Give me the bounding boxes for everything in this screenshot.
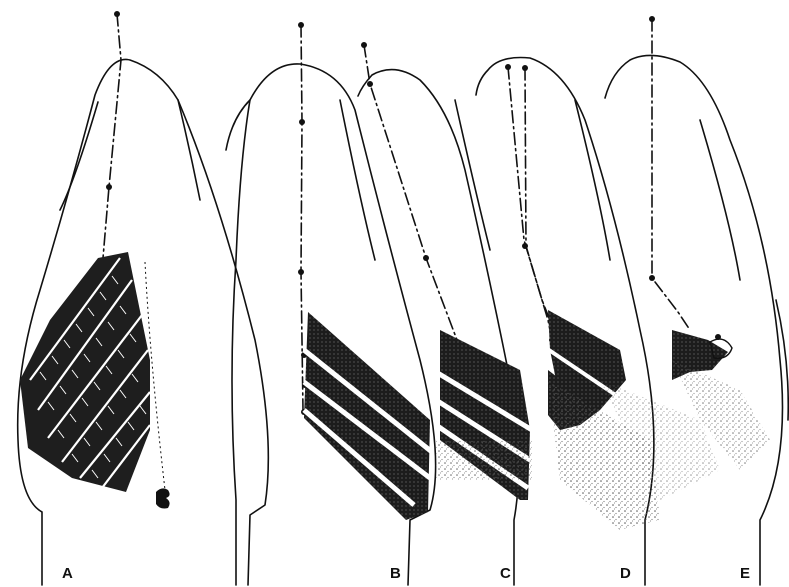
panel-c-axis — [364, 45, 457, 340]
panel-e-label: E — [740, 565, 750, 582]
panel-b-band-field — [304, 312, 432, 520]
panel-b: B — [226, 22, 436, 585]
panel-c-band-field — [436, 330, 532, 500]
panel-e-inner-fold — [700, 120, 740, 280]
panel-e-point — [649, 16, 655, 22]
panel-c-label: C — [500, 565, 511, 582]
panel-d-point — [522, 65, 528, 71]
panel-d-axis-2 — [525, 68, 560, 346]
panel-a-scale-field — [20, 252, 150, 492]
panel-b-point — [298, 22, 304, 28]
panel-c-inner-fold — [455, 100, 490, 250]
panel-a-label: A — [62, 565, 73, 582]
panel-d-inner-fold — [575, 100, 610, 260]
panel-b-right-fold — [340, 100, 375, 260]
panel-b-point — [298, 269, 304, 275]
panel-d-point — [505, 64, 511, 70]
panel-c-point — [367, 81, 373, 87]
panel-a-right-fold — [178, 100, 200, 200]
panel-e-point — [649, 275, 655, 281]
panel-c-outline — [358, 70, 519, 585]
panel-c-point — [361, 42, 367, 48]
panel-d-axis-1 — [508, 67, 554, 350]
panel-d-point — [522, 243, 528, 249]
panel-b-point — [299, 119, 305, 125]
panel-c: C — [358, 42, 532, 585]
panel-d-label: D — [620, 565, 631, 582]
panel-b-axis — [301, 25, 303, 410]
panel-a-point — [114, 11, 120, 17]
panel-b-label: B — [390, 565, 401, 582]
panel-a-point — [106, 184, 112, 190]
panel-a-axis — [103, 14, 121, 258]
panel-c-point — [423, 255, 429, 261]
panel-a-mark — [156, 488, 170, 508]
panel-a: A — [18, 11, 269, 585]
